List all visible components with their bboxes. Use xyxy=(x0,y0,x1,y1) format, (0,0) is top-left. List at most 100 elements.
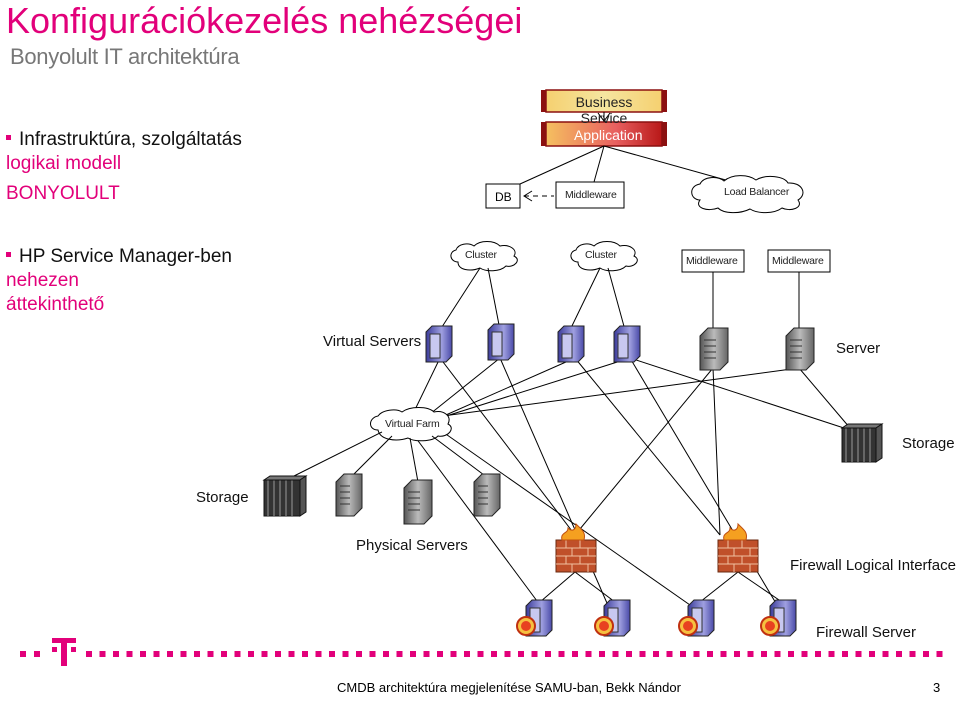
physical-servers-label: Physical Servers xyxy=(356,537,468,554)
server-icon xyxy=(699,327,729,371)
brand-dot xyxy=(342,651,349,657)
cluster2-vs4-line xyxy=(607,267,626,331)
firewall-server-icon xyxy=(594,599,631,637)
brand-dot xyxy=(450,651,457,657)
cluster1-vs1-line xyxy=(439,267,481,331)
brand-dots xyxy=(86,651,943,657)
brand-dot xyxy=(221,651,227,657)
brand-dot xyxy=(896,651,902,657)
brand-dot xyxy=(410,651,416,657)
virtual-servers-label: Virtual Servers xyxy=(323,333,422,350)
firewall-icon xyxy=(717,522,759,573)
cluster-1-cloud-icon xyxy=(450,241,518,272)
brand-dot xyxy=(167,651,173,657)
brand-dot xyxy=(207,651,214,657)
page-subtitle: Bonyolult IT architektúra xyxy=(10,44,240,69)
brand-dot xyxy=(369,651,376,657)
firewall-server-icon xyxy=(516,599,553,637)
brand-dot xyxy=(518,651,524,657)
brand-dot xyxy=(153,651,160,657)
brand-dot xyxy=(396,651,403,657)
brand-dot xyxy=(801,651,808,657)
dashed-arrow-head xyxy=(523,190,533,202)
biz-app-arrow xyxy=(597,112,611,122)
virtual-server-icon xyxy=(613,325,641,363)
brand-dot xyxy=(234,651,241,657)
brand-dot xyxy=(869,651,875,657)
brand-dot xyxy=(113,651,119,657)
business-label-line-2: Service xyxy=(580,110,628,126)
load-balancer-label: Load Balancer xyxy=(724,186,790,198)
virtual-farm-label: Virtual Farm xyxy=(385,418,440,430)
load-balancer-cloud-icon xyxy=(691,175,804,214)
firewall-logical-interface-label: Firewall Logical Interface xyxy=(790,557,956,574)
firewall-server-icon xyxy=(760,599,797,637)
server-icon xyxy=(785,327,815,371)
bullet-2-line-1: HP Service Manager-ben xyxy=(19,246,232,267)
brand-dot xyxy=(275,651,281,657)
footer-text: CMDB architektúra megjelenítése SAMU-ban… xyxy=(337,680,681,695)
brand-dot xyxy=(423,651,430,657)
server-label: Server xyxy=(836,340,881,357)
cluster-2-cloud-icon xyxy=(570,241,638,272)
brand-dot xyxy=(828,651,835,657)
storage-icon xyxy=(840,423,884,463)
brand-dot xyxy=(288,651,295,657)
brand-dot xyxy=(720,651,727,657)
middleware-top-box xyxy=(555,181,625,209)
brand-dot xyxy=(936,651,943,657)
bullet-marker xyxy=(6,252,11,258)
server-icon xyxy=(335,473,363,517)
brand-dot xyxy=(329,651,335,657)
middleware-2-label: Middleware xyxy=(772,255,824,267)
db-label: DB xyxy=(495,190,512,204)
brand-dot xyxy=(302,651,308,657)
brand-dot xyxy=(761,651,767,657)
brand-dot xyxy=(180,651,187,657)
bullet-1-line-3: BONYOLULT xyxy=(6,183,120,204)
brand-dot xyxy=(545,651,551,657)
page-title: Konfigurációkezelés nehézségei xyxy=(6,0,523,41)
brand-dot xyxy=(315,651,322,657)
page-number: 3 xyxy=(933,680,941,695)
brand-dot xyxy=(504,651,511,657)
brand-dot xyxy=(126,651,133,657)
brand-dot xyxy=(639,651,646,657)
brand-dot xyxy=(842,651,848,657)
brand-dot xyxy=(558,651,565,657)
brand-dot xyxy=(666,651,673,657)
storage-right-label: Storage xyxy=(902,435,955,452)
firewall-server-icon xyxy=(678,599,715,637)
t-logo-icon xyxy=(52,638,76,666)
brand-dot xyxy=(491,651,497,657)
virtual-server-icon xyxy=(487,323,515,361)
cluster1-vs2-line xyxy=(487,267,501,331)
farm-to-physical-lines xyxy=(289,431,489,483)
db-box xyxy=(485,183,521,209)
virtual-server-icon xyxy=(557,325,585,363)
middleware-top-label: Middleware xyxy=(565,189,617,201)
brand-dot xyxy=(437,651,443,657)
brand-dot xyxy=(356,651,362,657)
bullet-1-line-2: logikai modell xyxy=(6,153,122,174)
brand-dot xyxy=(531,651,538,657)
brand-dot xyxy=(693,651,700,657)
middleware-1-label: Middleware xyxy=(686,255,738,267)
bullet-marker xyxy=(6,135,11,141)
brand-dot xyxy=(855,651,862,657)
brand-dot xyxy=(909,651,916,657)
brand-dot xyxy=(599,651,605,657)
virtual-server-icon xyxy=(425,325,453,363)
brand-dot xyxy=(653,651,659,657)
bullet-2-line-3: áttekinthető xyxy=(6,294,105,315)
brand-dot xyxy=(774,651,781,657)
brand-dot xyxy=(99,651,106,657)
firewall-icon xyxy=(555,522,597,573)
bullet-2-line-2: nehezen xyxy=(6,270,79,291)
application-label: Application xyxy=(574,127,643,143)
cluster-2-label: Cluster xyxy=(585,249,617,261)
brand-dot xyxy=(734,651,740,657)
brand-dot xyxy=(747,651,754,657)
app-db-line xyxy=(519,145,605,185)
